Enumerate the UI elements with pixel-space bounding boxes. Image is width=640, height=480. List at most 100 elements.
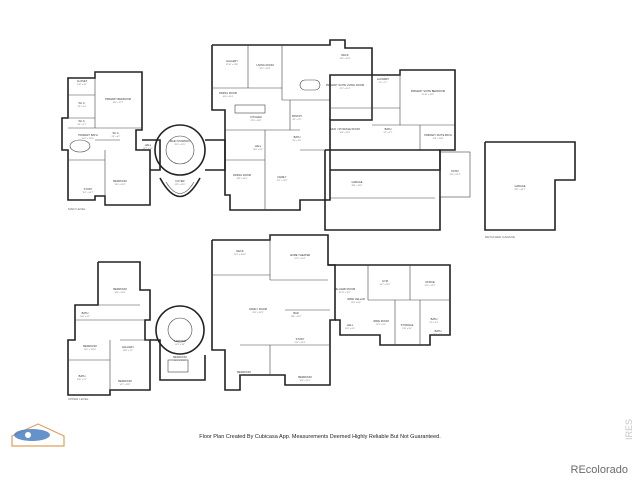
room-dimension-primary-suite-living: 22'2" x 21'4" <box>340 88 351 90</box>
room-label-main-stairs: MAIN STAIRWAY <box>170 139 190 143</box>
room-dimension-bath-b: 9'2" x 5'1" <box>384 132 393 134</box>
room-label-detached-garage: GARAGE <box>514 184 525 188</box>
house-logo <box>11 423 65 447</box>
room-dimension-hall-b: 22'6" x 6'0" <box>253 149 263 151</box>
caption-main-level: MAIN LEVEL <box>68 207 86 211</box>
room-dimension-wic-3: 9'8" x 6'2" <box>112 136 121 138</box>
room-dimension-wic-2: 6'4" x 5'1" <box>78 124 87 126</box>
room-label-deck: DECK <box>341 53 348 57</box>
room-dimension-dining-room-2: 18'3" x 14'5" <box>237 178 248 180</box>
room-dimension-bedroom-a: 13'0" x 12'4" <box>115 184 126 186</box>
room-label-study-2: STUDY <box>296 337 305 341</box>
room-dimension-bath-d: 8'10" x 5'1" <box>77 379 87 381</box>
room-dimension-closet-a: 5'10" x 4'1" <box>77 84 87 86</box>
room-label-primary-bedroom: PRIMARY BEDROOM <box>105 97 131 101</box>
room-dimension-office: 12'5" x 12'2" <box>425 285 436 287</box>
caption-detached-garage: DETACHED GARAGE <box>485 235 515 239</box>
room-label-laundry: LAUNDRY <box>377 77 390 81</box>
room-dimension-home-theater: 22'2" x 19'4" <box>295 258 306 260</box>
room-dimension-living-room: 26'2" x 20'3" <box>260 68 271 70</box>
logo-dot-icon <box>25 432 31 438</box>
room-label-bedroom-g: BEDROOM <box>237 370 250 374</box>
room-dimension-wine-cellar: 13'5" x 8'3" <box>351 302 361 304</box>
room-dimension-mud-room: 19'4" x 12'5" <box>340 132 351 134</box>
room-label-bedroom-e: BEDROOM <box>173 355 186 359</box>
room-dimension-gym: 14'7" x 13'5" <box>380 284 391 286</box>
room-label-wic-3: W.I.C. <box>112 131 119 135</box>
room-label-hall-b: HALL <box>255 144 262 148</box>
room-label-kitchen: KITCHEN <box>250 115 262 119</box>
room-label-bedroom-f: BEDROOM <box>298 375 311 379</box>
room-label-bath-b: BATH <box>385 127 392 131</box>
room-dimension-kitchen: 22'6" x 15'8" <box>251 120 262 122</box>
room-dimension-bath-c: 10'4" x 5'9" <box>80 316 90 318</box>
room-dimension-pantry: 8'4" x 7'8" <box>293 119 302 121</box>
main-level-plan <box>61 39 576 231</box>
room-label-office: OFFICE <box>425 280 435 284</box>
room-dimension-family-room: 28'5" x 25'3" <box>253 312 264 314</box>
room-dimension-bedroom-e: 14'2" x 11'10" <box>174 360 186 362</box>
room-label-pantry: PANTRY <box>292 114 303 118</box>
room-dimension-landing: 10'3" x 9'4" <box>175 344 185 346</box>
room-label-landing: LANDING <box>174 339 186 343</box>
room-label-bath-c: BATH <box>82 311 89 315</box>
room-dimension-primary-bath: 14'4" x 13'10" <box>82 138 94 140</box>
room-dimension-gallery: 21'10" x 13'6" <box>226 64 238 66</box>
room-dimension-bath-e: 9'0" x 5'3" <box>430 322 439 324</box>
room-dimension-billiard-room: 32'11" x 19'7" <box>339 292 351 294</box>
room-label-study: STUDY <box>84 187 93 191</box>
room-label-bath-e: BATH <box>431 317 438 321</box>
room-label-dining-room-2: DINING ROOM <box>233 173 251 177</box>
room-dimension-garage: 38'4" x 25'5" <box>352 185 363 187</box>
room-label-garage: GARAGE <box>351 180 362 184</box>
watermark-text: IRES <box>624 419 634 440</box>
room-dimension-primary-suite-bath: 11'3" x 10'8" <box>433 138 444 140</box>
room-dimension-bath-f: 8'2" x 5'4" <box>434 334 443 336</box>
room-dimension-patio: 12'0" x 11'4" <box>450 174 461 176</box>
room-dimension-hallway: 30'8" x 7'1" <box>123 350 133 352</box>
room-label-mud-room: MUD / STORAGE ROOM <box>330 127 360 131</box>
room-dimension-primary-bedroom: 18'0" x 17'2" <box>113 102 124 104</box>
room-dimension-bedroom-b: 16'3" x 13'3" <box>115 292 126 294</box>
room-label-gym: GYM <box>382 279 388 283</box>
room-label-bath-f: BATH <box>435 329 442 333</box>
room-label-hall-a: HALL <box>145 143 152 147</box>
room-label-family: FAMILY <box>277 175 286 179</box>
brand-logo-text: REcolorado <box>570 464 628 476</box>
room-dimension-bedroom-g: 17'0" x 15'0" <box>239 375 250 377</box>
room-label-bath-a: BATH <box>294 135 301 139</box>
caption-upper-level: UPPER LEVEL <box>68 397 89 401</box>
room-label-primary-suite-bath: PRIMARY SUITE BATH <box>424 133 452 137</box>
room-dimension-family: 11'7" x 10'2" <box>277 180 288 182</box>
room-dimension-bath-a: 8'4" x 5'6" <box>293 140 302 142</box>
room-label-storage: STORAGE <box>401 323 414 327</box>
room-label-wine-cellar: WINE CELLAR <box>347 297 365 301</box>
room-label-primary-suite-living: PRIMARY SUITE LIVING ROOM <box>326 83 364 87</box>
room-dimension-bedroom-f: 16'8" x 15'1" <box>300 380 311 382</box>
room-label-wic-2: W.I.C. <box>78 119 85 123</box>
room-label-bath-d: BATH <box>79 374 86 378</box>
room-dimension-bedroom-c: 16'5" x 13'10" <box>84 349 96 351</box>
room-dimension-study-2: 21'4" x 15'3" <box>295 342 306 344</box>
room-dimension-study: 15'1" x 14'7" <box>83 192 94 194</box>
room-label-bedroom-c: BEDROOM <box>83 344 96 348</box>
room-label-walk-in: W.I.C. <box>78 101 85 105</box>
room-label-billiard-room: BILLIARD ROOM <box>335 287 355 291</box>
room-label-foyer: FOYER <box>176 179 185 183</box>
room-dimension-deck: 19'4" x 13'4" <box>340 58 351 60</box>
room-label-bedroom-a: BEDROOM <box>113 179 126 183</box>
room-label-dining-room: DINING ROOM <box>219 91 237 95</box>
room-dimension-walk-in: 9'8" x 5'4" <box>78 106 87 108</box>
room-label-bedroom-b: BEDROOM <box>113 287 126 291</box>
upper-level-plan <box>67 234 451 396</box>
room-dimension-main-stairs: 15'3" x 13'9" <box>175 144 186 146</box>
ires-watermark: IRES <box>624 419 634 440</box>
room-label-hallway: HALLWAY <box>122 345 134 349</box>
room-dimension-hall-c: 13'0" x 6'0" <box>345 328 355 330</box>
room-dimension-hall-a: 14'7" x 9'5" <box>143 148 153 150</box>
room-dimension-bedroom-d: 14'7" x 12'8" <box>120 384 131 386</box>
room-dimension-storage: 9'10" x 8'4" <box>402 328 412 330</box>
room-dimension-foyer: 12'9" x 11'0" <box>175 184 186 186</box>
